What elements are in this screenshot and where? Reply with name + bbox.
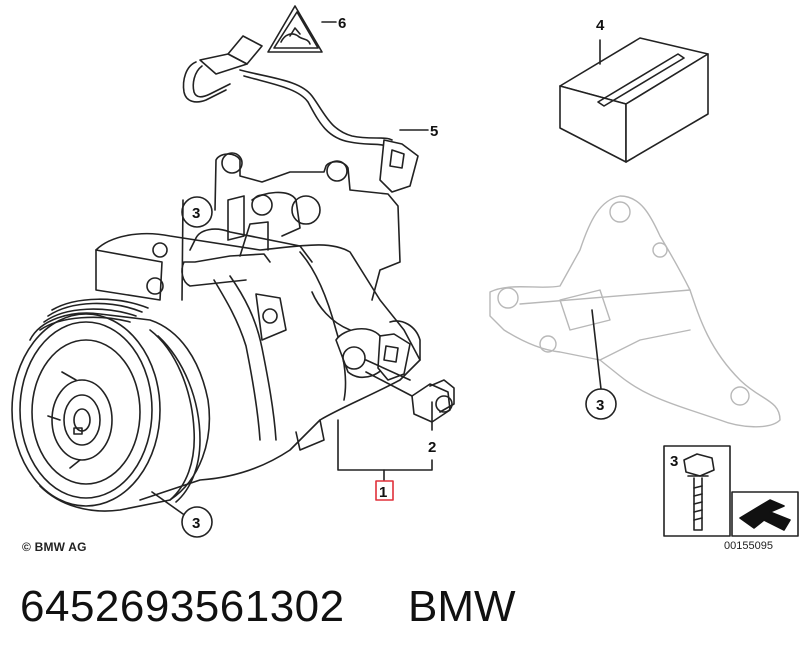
parts-diagram: 1 2 3 3 3 3 4 5 6	[11, 5, 799, 538]
pointer-arrow-icon	[731, 491, 799, 537]
callout-circles	[151, 196, 617, 538]
callout-3-bolt: 3	[670, 453, 678, 470]
callout-2: 2	[428, 439, 436, 456]
plug-bolt	[365, 359, 455, 423]
brand-name: BMW	[408, 582, 516, 631]
warning-triangle-icon	[267, 5, 337, 53]
bolt-detail-box	[663, 445, 731, 537]
part-number: 6452693561302	[20, 582, 345, 631]
parts-box	[559, 37, 709, 163]
pulley	[11, 298, 211, 512]
compressor-body	[95, 152, 421, 501]
sensor-cable	[182, 35, 429, 193]
document-id: 00155095	[724, 540, 773, 552]
callout-5: 5	[430, 123, 438, 140]
item-1-highlight	[375, 480, 394, 501]
callout-3-bracket: 3	[596, 397, 604, 414]
callout-4: 4	[596, 17, 605, 34]
mounting-bracket	[489, 195, 781, 428]
callout-6: 6	[338, 15, 346, 32]
copyright-text: © BMW AG	[22, 540, 87, 554]
leader-lines	[337, 401, 433, 481]
callout-3-bottom: 3	[192, 515, 200, 532]
callout-3-top: 3	[192, 205, 200, 222]
callout-1: 1	[379, 484, 387, 501]
